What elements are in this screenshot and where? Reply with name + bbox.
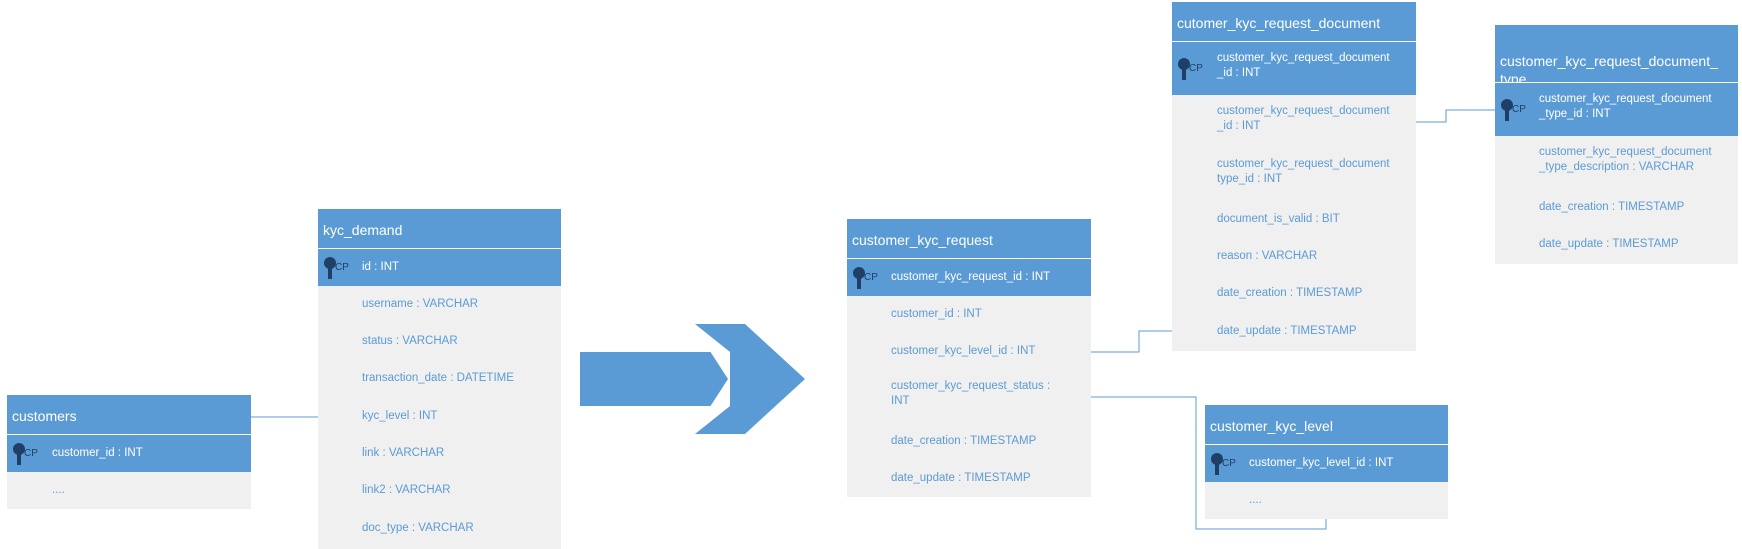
entity-title: customer_kyc_level bbox=[1205, 405, 1448, 445]
field-row: customer_kyc_level_id : INT bbox=[847, 333, 1091, 370]
field-row: .... bbox=[7, 472, 251, 509]
field-row: link : VARCHAR bbox=[318, 435, 561, 472]
entity-kyc-demand[interactable]: kyc_demand CP id : INT username : VARCHA… bbox=[318, 209, 561, 549]
field-row: username : VARCHAR bbox=[318, 286, 561, 323]
field-text: link : VARCHAR bbox=[362, 447, 445, 459]
field-row: date_creation : TIMESTAMP bbox=[847, 423, 1091, 460]
field-row: customer_id : INT bbox=[847, 296, 1091, 333]
field-row: status : VARCHAR bbox=[318, 323, 561, 360]
key-marker: CP bbox=[1512, 103, 1526, 115]
field-row: date_creation : TIMESTAMP bbox=[1495, 189, 1738, 226]
pk-field: customer_kyc_request_document _type_id :… bbox=[1539, 93, 1712, 120]
field-text: customer_kyc_request_document type_id : … bbox=[1217, 158, 1390, 185]
field-text: date_update : TIMESTAMP bbox=[891, 472, 1031, 484]
field-row: doc_type : VARCHAR bbox=[318, 510, 561, 549]
key-icon: CP bbox=[1210, 452, 1240, 475]
field-text: link2 : VARCHAR bbox=[362, 484, 451, 496]
field-row: customer_kyc_request_document type_id : … bbox=[1172, 148, 1416, 201]
transform-arrow-notch bbox=[695, 328, 730, 430]
entity-fields: customer_kyc_request_document _id : INT … bbox=[1172, 95, 1416, 351]
transform-arrow bbox=[580, 324, 805, 434]
entity-title: kyc_demand bbox=[318, 209, 561, 249]
field-row: kyc_level : INT bbox=[318, 398, 561, 435]
field-row: date_update : TIMESTAMP bbox=[1172, 313, 1416, 351]
key-marker: CP bbox=[1222, 457, 1236, 469]
primary-key-row[interactable]: CP id : INT bbox=[318, 249, 561, 286]
connector-request-document bbox=[1091, 330, 1172, 353]
key-marker: CP bbox=[335, 261, 349, 273]
field-text: date_creation : TIMESTAMP bbox=[1217, 287, 1363, 299]
entity-customer-kyc-level[interactable]: customer_kyc_level CP customer_kyc_level… bbox=[1205, 405, 1448, 519]
entity-title-text: kyc_demand bbox=[323, 222, 403, 238]
entity-title: customers bbox=[7, 395, 251, 435]
entity-title-text: cutomer_kyc_request_document bbox=[1177, 15, 1381, 31]
field-row: link2 : VARCHAR bbox=[318, 472, 561, 510]
field-row: transaction_date : DATETIME bbox=[318, 360, 561, 398]
key-marker: CP bbox=[24, 447, 38, 459]
entity-fields: .... bbox=[1205, 482, 1448, 519]
field-text: .... bbox=[52, 484, 65, 496]
primary-key-row[interactable]: CP customer_kyc_request_document _id : I… bbox=[1172, 42, 1416, 95]
entity-fields: username : VARCHAR status : VARCHAR tran… bbox=[318, 286, 561, 549]
entity-fields: customer_kyc_request_document _type_desc… bbox=[1495, 136, 1738, 264]
field-text: date_creation : TIMESTAMP bbox=[1539, 201, 1685, 213]
primary-key-row[interactable]: CP customer_kyc_level_id : INT bbox=[1205, 445, 1448, 482]
entity-title-text: customer_kyc_request bbox=[852, 232, 993, 248]
field-text: customer_kyc_level_id : INT bbox=[891, 345, 1036, 357]
primary-key-row[interactable]: CP customer_id : INT bbox=[7, 435, 251, 472]
entity-title: cutomer_kyc_request_document bbox=[1172, 2, 1416, 42]
field-text: customer_kyc_request_status : INT bbox=[891, 380, 1051, 407]
key-marker: CP bbox=[1189, 62, 1203, 74]
field-row: date_update : TIMESTAMP bbox=[847, 460, 1091, 497]
field-row: customer_kyc_request_document _type_desc… bbox=[1495, 136, 1738, 189]
entity-customers[interactable]: customers CP customer_id : INT .... bbox=[7, 395, 251, 509]
field-row: date_creation : TIMESTAMP bbox=[1172, 275, 1416, 313]
field-text: kyc_level : INT bbox=[362, 410, 438, 422]
field-text: date_update : TIMESTAMP bbox=[1217, 325, 1357, 337]
primary-key-row[interactable]: CP customer_kyc_request_document _type_i… bbox=[1495, 83, 1738, 136]
primary-key-row[interactable]: CP customer_kyc_request_id : INT bbox=[847, 259, 1091, 296]
field-text: doc_type : VARCHAR bbox=[362, 522, 474, 534]
key-icon: CP bbox=[1500, 98, 1530, 121]
entity-title-text: customer_kyc_request_document_ type bbox=[1500, 53, 1718, 87]
entity-title: customer_kyc_request_document_ type bbox=[1495, 25, 1738, 87]
field-text: date_update : TIMESTAMP bbox=[1539, 238, 1679, 250]
entity-title-text: customers bbox=[12, 408, 77, 424]
field-text: .... bbox=[1249, 494, 1262, 506]
field-text: customer_kyc_request_document _type_desc… bbox=[1539, 146, 1712, 173]
entity-cutomer-kyc-request-document[interactable]: cutomer_kyc_request_document CP customer… bbox=[1172, 2, 1416, 351]
field-text: username : VARCHAR bbox=[362, 298, 479, 310]
field-text: date_creation : TIMESTAMP bbox=[891, 435, 1037, 447]
field-row: date_update : TIMESTAMP bbox=[1495, 226, 1738, 264]
pk-field: customer_kyc_request_id : INT bbox=[891, 271, 1051, 283]
field-row: document_is_valid : BIT bbox=[1172, 201, 1416, 238]
field-row: customer_kyc_request_status : INT bbox=[847, 370, 1091, 423]
field-row: .... bbox=[1205, 482, 1448, 519]
field-row: customer_kyc_request_document _id : INT bbox=[1172, 95, 1416, 148]
entity-customer-kyc-request[interactable]: customer_kyc_request CP customer_kyc_req… bbox=[847, 219, 1091, 497]
connector-document-document-type bbox=[1416, 109, 1495, 123]
entity-title: customer_kyc_request bbox=[847, 219, 1091, 259]
pk-field: id : INT bbox=[362, 261, 400, 273]
key-marker: CP bbox=[864, 271, 878, 283]
field-text: transaction_date : DATETIME bbox=[362, 372, 514, 384]
field-row: reason : VARCHAR bbox=[1172, 238, 1416, 275]
key-icon: CP bbox=[12, 442, 42, 465]
entity-fields: customer_id : INT customer_kyc_level_id … bbox=[847, 296, 1091, 497]
entity-fields: .... bbox=[7, 472, 251, 509]
key-icon: CP bbox=[323, 256, 353, 279]
pk-field: customer_id : INT bbox=[52, 447, 143, 459]
field-text: document_is_valid : BIT bbox=[1217, 213, 1340, 225]
field-text: status : VARCHAR bbox=[362, 335, 458, 347]
key-icon: CP bbox=[1177, 57, 1207, 80]
entity-title-text: customer_kyc_level bbox=[1210, 418, 1333, 434]
pk-field: customer_kyc_level_id : INT bbox=[1249, 457, 1394, 469]
pk-field: customer_kyc_request_document _id : INT bbox=[1217, 52, 1390, 79]
key-icon: CP bbox=[852, 266, 882, 289]
entity-customer-kyc-request-document-type[interactable]: customer_kyc_request_document_ type CP c… bbox=[1495, 25, 1738, 264]
field-text: customer_id : INT bbox=[891, 308, 982, 320]
field-text: reason : VARCHAR bbox=[1217, 250, 1318, 262]
field-text: customer_kyc_request_document _id : INT bbox=[1217, 105, 1390, 132]
